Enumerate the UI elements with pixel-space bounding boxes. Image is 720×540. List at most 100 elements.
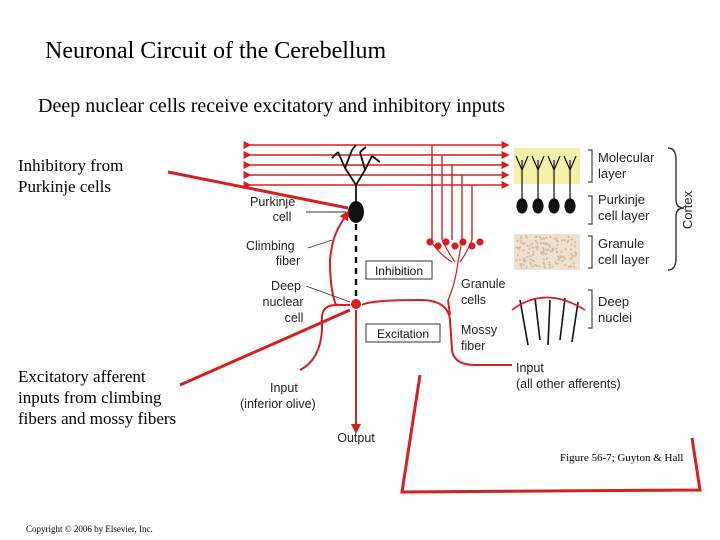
parallel-fibers	[243, 141, 510, 189]
cortex-brace	[667, 147, 685, 271]
granule-dot	[532, 253, 535, 256]
granule-dot	[569, 248, 573, 251]
granule-layer-label-2: cell layer	[598, 252, 650, 267]
granule-dot	[539, 251, 543, 254]
excitatory-callout: Excitatory afferent inputs from climbing…	[18, 366, 176, 429]
granule-dot	[535, 264, 539, 267]
granule-dot	[542, 242, 545, 245]
mossy-fiber-label-1: Mossy	[461, 323, 498, 337]
granule-dot	[570, 243, 573, 246]
granule-dot	[548, 243, 551, 246]
copyright-notice: Copyright © 2006 by Elsevier, Inc.	[26, 524, 153, 534]
granule-dot	[542, 247, 545, 250]
slide-subtitle: Deep nuclear cells receive excitatory an…	[38, 95, 506, 117]
purkinje-layer-icons	[515, 155, 577, 214]
granule-dot	[522, 249, 525, 252]
granule-dot	[545, 236, 548, 239]
granule-dot	[518, 258, 521, 261]
granule-dot	[543, 266, 547, 269]
granule-dot	[559, 255, 562, 258]
granule-dot	[555, 250, 559, 254]
granule-dot	[549, 235, 552, 238]
granule-dot	[554, 261, 557, 264]
granule-dot	[560, 250, 563, 253]
granule-dot	[561, 259, 564, 263]
granule-dot	[515, 259, 518, 262]
climbing-fiber-label-2: fiber	[276, 254, 300, 268]
granule-dot	[516, 239, 519, 242]
granule-dot	[525, 266, 528, 269]
granule-dot	[523, 242, 526, 245]
excitation-label: Excitation	[377, 327, 429, 341]
deep-nuclear-cell-label-3: cell	[285, 311, 304, 325]
granule-dot	[523, 257, 526, 260]
granule-dot	[539, 238, 543, 241]
granule-cell-axons	[431, 145, 473, 240]
figure-caption: Figure 56-7; Guyton & Hall	[560, 452, 684, 464]
granule-dot	[536, 242, 539, 245]
granule-cells-label-1: Granule	[461, 277, 506, 291]
granule-dot	[520, 266, 523, 269]
granule-dot	[571, 256, 574, 259]
granule-dot	[527, 251, 530, 254]
granule-dot	[535, 235, 538, 238]
layer-brackets	[588, 149, 593, 329]
excitatory-callout-line-2: inputs from climbing	[18, 388, 162, 407]
granule-dot	[540, 242, 543, 245]
input-other-label-1: Input	[516, 361, 544, 375]
granule-dot	[574, 241, 577, 244]
granule-dot	[534, 240, 538, 243]
granule-dot	[545, 252, 548, 255]
granule-dot	[529, 261, 532, 264]
granule-dot	[567, 235, 570, 238]
granule-dot	[543, 252, 546, 255]
granule-dot	[569, 265, 573, 268]
cortex-label: Cortex	[680, 190, 695, 229]
purkinje-dendritic-tree	[331, 144, 381, 205]
granule-dot	[552, 247, 555, 250]
granule-dot	[555, 262, 559, 265]
inhibitory-callout-line-1: Inhibitory from	[18, 156, 124, 175]
deep-nuclei-label-1: Deep	[598, 294, 629, 309]
granule-dot	[520, 237, 523, 240]
granule-dot	[542, 258, 546, 261]
granule-dot	[542, 249, 546, 252]
excitation-box	[365, 323, 441, 343]
excitatory-pathways	[299, 210, 512, 434]
granule-dot	[572, 254, 575, 257]
granule-dot	[529, 244, 532, 247]
granule-dot	[551, 249, 554, 253]
granule-dot	[545, 257, 549, 260]
granule-dot	[516, 254, 519, 257]
granule-dot	[545, 242, 548, 246]
input-olive-label-2: (inferior olive)	[240, 397, 316, 411]
granule-cells	[426, 238, 484, 301]
deep-nuclei-label-2: nuclei	[598, 310, 632, 325]
granule-dot	[563, 257, 567, 260]
purkinje-cell-label-1: Purkinje	[250, 195, 295, 209]
callout-lines	[167, 170, 702, 494]
input-other-label-2: (all other afferents)	[516, 377, 621, 391]
granule-dot	[548, 263, 551, 267]
granule-dot	[519, 263, 522, 266]
granule-dot	[533, 263, 537, 267]
output-label: Output	[337, 431, 375, 445]
granule-dot	[561, 255, 564, 258]
granule-dot	[528, 247, 531, 250]
deep-nuclear-cell	[351, 299, 361, 309]
molecular-layer-swatch	[514, 148, 580, 184]
granule-dot	[531, 242, 534, 245]
granule-dot	[555, 247, 558, 250]
granule-dot	[520, 241, 523, 244]
granule-dot	[574, 251, 577, 254]
granule-dot	[526, 255, 529, 259]
granule-dot	[561, 239, 564, 242]
purkinje-cell-body	[348, 201, 364, 223]
granule-dot	[546, 249, 549, 252]
input-olive-label-1: Input	[270, 381, 298, 395]
granule-dot	[515, 246, 518, 249]
granule-dot	[532, 246, 535, 249]
granule-layer-label-1: Granule	[598, 236, 644, 251]
climbing-fiber-label-1: Climbing	[246, 239, 295, 253]
granule-dot	[574, 254, 577, 257]
